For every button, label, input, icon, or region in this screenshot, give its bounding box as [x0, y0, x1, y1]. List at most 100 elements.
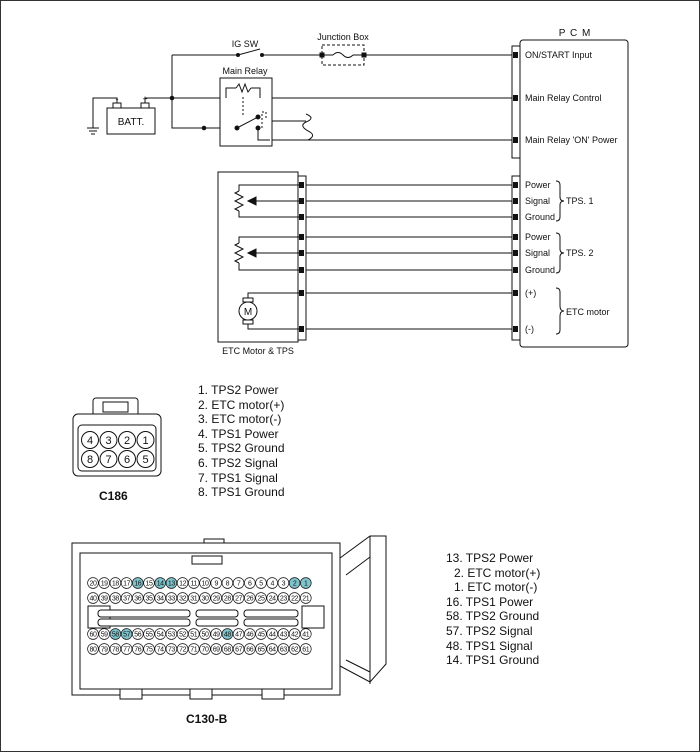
c130b-pin-number: 71: [190, 647, 197, 654]
c130b-pin-number: 38: [112, 596, 119, 603]
c186-pin: [99, 450, 118, 468]
c130b-pin-number: 59: [101, 632, 108, 639]
tps2-sensor-icon: [233, 236, 302, 271]
c130b-pin-item: 13. TPS2 Power: [446, 551, 534, 565]
etc-motor-tps-label: ETC Motor & TPS: [222, 346, 294, 356]
c186-pin-item: 6. TPS2 Signal: [198, 455, 278, 470]
c130b-pin-number: 50: [202, 632, 209, 639]
c130b-pin-number: 68: [224, 647, 231, 654]
c130b-pin: [255, 643, 267, 655]
c130b-pin: [165, 628, 178, 640]
c130b-pin-number: 2: [293, 581, 297, 588]
c130b-pin-number: 26: [246, 596, 253, 603]
c130b-pin: [232, 592, 245, 604]
c130b-pin: [210, 592, 222, 604]
c130b-pin: [176, 643, 189, 655]
pcm-pin-motor-plus: (+): [525, 288, 536, 298]
c130b-pin: [143, 577, 155, 589]
c130b-pin-number: 77: [123, 647, 130, 654]
c130b-pin: [120, 643, 133, 655]
c130b-connector: [71, 535, 387, 700]
c130b-pin: [232, 643, 245, 655]
c130b-pin-item: 57. TPS2 Signal: [446, 623, 533, 638]
c186-pin-number: 1: [142, 435, 148, 447]
c130b-pin: [154, 592, 166, 604]
c186-pin-number: 4: [87, 435, 93, 447]
c130b-pin: [132, 577, 144, 589]
c130b-pin: [87, 643, 99, 655]
c130b-pin: [154, 643, 166, 655]
c130b-pin-number: 18: [112, 581, 119, 588]
c186-pin-item: 2. ETC motor(+): [198, 397, 285, 412]
c130b-pin-number: 16: [134, 581, 141, 588]
terminal-markers: [299, 52, 518, 332]
c130b-pin: [176, 628, 189, 640]
group-label-tps1: TPS. 1: [566, 196, 594, 206]
c130b-pin-number: 1: [304, 581, 308, 588]
c130b-pin: [176, 592, 189, 604]
c130b-pin-number: 66: [246, 647, 253, 654]
c130b-pin-number: 5: [259, 581, 263, 588]
c130b-pin-number: 7: [237, 581, 241, 588]
c130b-pin-number: 10: [202, 581, 209, 588]
c130b-pin: [277, 577, 290, 589]
relay-contact-icon: [234, 111, 314, 141]
c130b-pin: [199, 592, 211, 604]
c130b-pin: [109, 628, 122, 640]
c186-pin-item: 4. TPS1 Power: [198, 426, 279, 441]
pcm-input-main-relay-on-power: Main Relay 'ON' Power: [525, 135, 617, 145]
c130b-pin-number: 79: [101, 647, 108, 654]
c130b-pin: [266, 628, 278, 640]
c130b-pin: [266, 592, 278, 604]
c130b-pin: [154, 577, 166, 589]
ignition-switch-icon: [236, 48, 264, 57]
c130b-pin-number: 20: [90, 581, 97, 588]
c130b-pin-item: 14. TPS1 Ground: [446, 653, 540, 668]
c130b-pin: [87, 592, 99, 604]
c130b-pin-number: 6: [248, 581, 252, 588]
pcm-input-main-relay-control: Main Relay Control: [525, 93, 602, 103]
tps1-sensor-icon: [233, 184, 302, 218]
c130b-pin: [98, 643, 110, 655]
c130b-pin-number: 64: [269, 647, 276, 654]
c130b-pin-number: 53: [168, 632, 175, 639]
group-braces: [555, 180, 565, 335]
c130b-pin-number: 62: [291, 647, 298, 654]
pcm-pin-tps1-power: Power: [525, 180, 551, 190]
pcm-box: [519, 39, 629, 348]
c130b-pin: [277, 592, 290, 604]
pcm-pin-tps1-ground: Ground: [525, 212, 555, 222]
c130b-name: C130-B: [186, 712, 228, 726]
c130b-pin: [255, 592, 267, 604]
c130b-pin-number: 39: [101, 596, 108, 603]
c130b-pin-number: 47: [235, 632, 242, 639]
c186-pin: [81, 450, 99, 468]
c186-pin: [81, 431, 99, 449]
junction-box-label: Junction Box: [317, 32, 369, 42]
c130b-pin-number: 76: [134, 647, 141, 654]
c186-pin-number: 8: [87, 454, 93, 466]
motor-symbol: M: [244, 307, 252, 318]
c130b-pin-number: 69: [213, 647, 220, 654]
c130b-pin-number: 73: [168, 647, 175, 654]
c130b-pin-number: 58: [112, 632, 119, 639]
c130b-pin: [210, 643, 222, 655]
c130b-pin: [87, 628, 99, 640]
c130b-pin-number: 4: [270, 581, 274, 588]
c130b-pin: [210, 628, 222, 640]
c130b-pin-number: 41: [302, 632, 309, 639]
c130b-pin: [244, 577, 256, 589]
etc-connector-strip: [297, 175, 307, 341]
c130b-pin: [176, 577, 189, 589]
c130b-pin-number: 29: [213, 596, 220, 603]
c130b-pin: [109, 592, 122, 604]
c186-pin-number: 2: [124, 435, 130, 447]
pcm-pin-tps2-ground: Ground: [525, 265, 555, 275]
c130b-pin: [165, 577, 178, 589]
pcm-pin-tps1-signal: Signal: [525, 196, 550, 206]
c130b-pin: [255, 577, 267, 589]
c130b-pin-number: 40: [90, 596, 97, 603]
c186-pin: [136, 431, 155, 449]
